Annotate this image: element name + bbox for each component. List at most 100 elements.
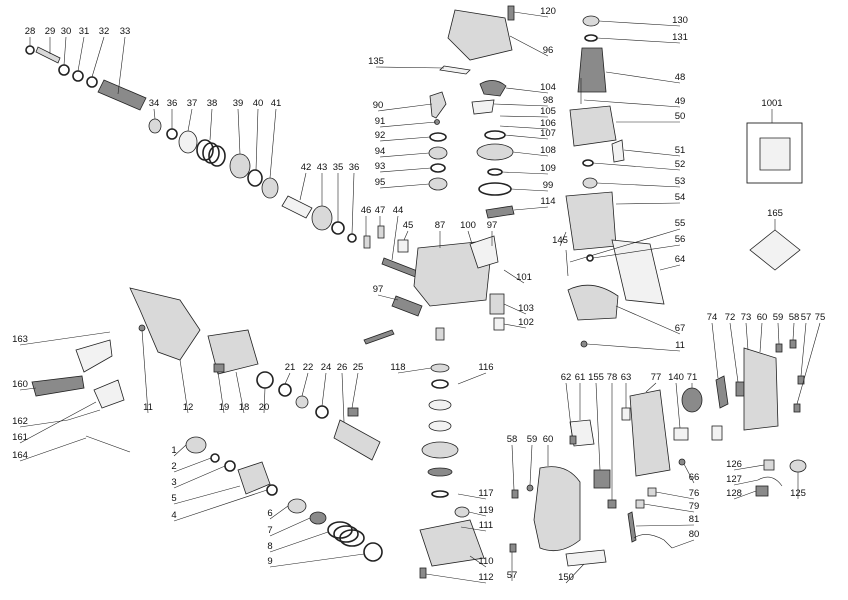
leader-line-c49 <box>583 99 681 108</box>
part-22-washer <box>295 395 309 409</box>
leader-line-c117 <box>457 493 487 500</box>
callout-label-c53: 53 <box>675 176 686 187</box>
part-18-tube <box>207 329 259 375</box>
leader-line-c74 <box>711 322 719 379</box>
callout-label-c97a: 97 <box>487 220 498 231</box>
leader-line-c51 <box>623 149 681 157</box>
callout-label-c97b: 97 <box>373 284 384 295</box>
callout-label-c58a: 58 <box>507 434 518 445</box>
part-71-grip <box>681 387 703 413</box>
part-52-washer <box>582 159 594 167</box>
part-72-button <box>735 381 745 397</box>
callout-label-c118: 118 <box>390 362 405 373</box>
part-67-plate <box>567 284 619 321</box>
part-37-ring <box>178 130 198 154</box>
leader-line-c72 <box>729 322 739 383</box>
gear-housing-assembly <box>363 5 515 345</box>
leader-line-c80 <box>671 539 695 549</box>
part-103-switch <box>489 293 505 315</box>
part-74-strip <box>715 375 729 409</box>
leader-line-c97b <box>377 294 399 301</box>
leader-line-c155 <box>595 382 601 471</box>
part-110-bottom-housing <box>419 519 485 567</box>
leader-line-c34 <box>153 108 156 120</box>
callout-label-c76: 76 <box>689 488 700 499</box>
part-46-pin <box>363 235 371 249</box>
part-94-bearing <box>428 146 448 160</box>
callout-label-c49: 49 <box>675 96 686 107</box>
callout-label-c57a: 57 <box>507 570 518 581</box>
part-165-label <box>749 229 801 271</box>
callout-label-c35: 35 <box>333 162 344 173</box>
callout-label-c90: 90 <box>373 100 384 111</box>
part-8-spring <box>327 521 365 547</box>
callout-label-c155: 155 <box>588 372 604 383</box>
callout-label-c145: 145 <box>552 235 568 246</box>
part-6-sleeve <box>287 498 307 514</box>
leader-line-c106 <box>499 125 549 130</box>
part-140-label <box>673 427 689 441</box>
callout-label-c32: 32 <box>99 26 110 37</box>
leader-line-c101 <box>503 269 525 284</box>
callout-label-c2: 2 <box>171 461 176 472</box>
callout-label-c20: 20 <box>259 402 270 413</box>
part-77-cover <box>629 389 671 477</box>
part-117-ring <box>431 490 449 498</box>
part-79-clip <box>635 499 645 509</box>
callout-label-c160: 160 <box>12 379 28 390</box>
reference-parts <box>746 122 803 271</box>
part-gear-disc <box>428 399 452 411</box>
callout-label-c111: 111 <box>479 520 493 531</box>
leader-line-c11b <box>141 329 149 414</box>
callout-label-c125: 125 <box>790 488 806 499</box>
leader-line-c67 <box>615 305 681 335</box>
callout-label-c110: 110 <box>478 556 493 567</box>
callout-label-c29: 29 <box>45 26 56 37</box>
callout-label-c46: 46 <box>361 205 372 216</box>
part-12-front-housing <box>129 287 201 361</box>
part-97b-rod <box>363 329 395 345</box>
part-41-sleeve <box>261 177 279 199</box>
callout-label-c91: 91 <box>375 116 386 127</box>
part-gear-shaft <box>435 327 445 341</box>
part-108-flange <box>476 143 514 161</box>
part-99-oring <box>478 182 512 196</box>
part-25-ball <box>347 407 359 417</box>
part-161-strap <box>93 379 125 409</box>
leader-line-c126 <box>733 464 765 471</box>
callout-label-c150: 150 <box>558 572 574 583</box>
callout-label-c43: 43 <box>317 162 328 173</box>
part-48-armature <box>577 47 607 93</box>
part-64-brushholder <box>611 239 665 305</box>
part-32-ring <box>86 76 98 88</box>
gear-stack <box>419 327 485 579</box>
callout-label-c93: 93 <box>375 161 386 172</box>
part-40-ring <box>247 169 263 187</box>
callout-label-c109: 109 <box>540 163 556 174</box>
callout-label-c64: 64 <box>675 254 686 265</box>
callout-label-c67: 67 <box>675 323 686 334</box>
callout-label-c108: 108 <box>540 145 556 156</box>
leader-line-c161 <box>19 401 97 444</box>
leader-line-c2 <box>173 457 212 473</box>
part-39-bearing <box>229 153 251 179</box>
callout-label-c8: 8 <box>267 541 272 552</box>
part-75-screw <box>793 403 801 413</box>
part-98-bracket <box>471 99 495 115</box>
leader-line-c96 <box>509 35 549 57</box>
part-26-tool-holder <box>333 419 381 461</box>
leader-line-c9 <box>269 553 365 568</box>
callout-label-c42: 42 <box>301 162 312 173</box>
part-28-ring <box>25 45 35 55</box>
callout-label-c72: 72 <box>725 312 736 323</box>
callout-label-c31: 31 <box>79 26 90 37</box>
part-59a-nut <box>526 484 534 492</box>
leader-line-c33 <box>117 36 126 95</box>
callout-label-c120: 120 <box>540 6 556 17</box>
callout-label-c1001: 1001 <box>761 98 782 109</box>
callout-label-c116: 116 <box>478 362 493 373</box>
callout-label-c94: 94 <box>375 146 386 157</box>
callout-label-c3: 3 <box>171 477 176 488</box>
part-1-cap <box>185 436 207 454</box>
